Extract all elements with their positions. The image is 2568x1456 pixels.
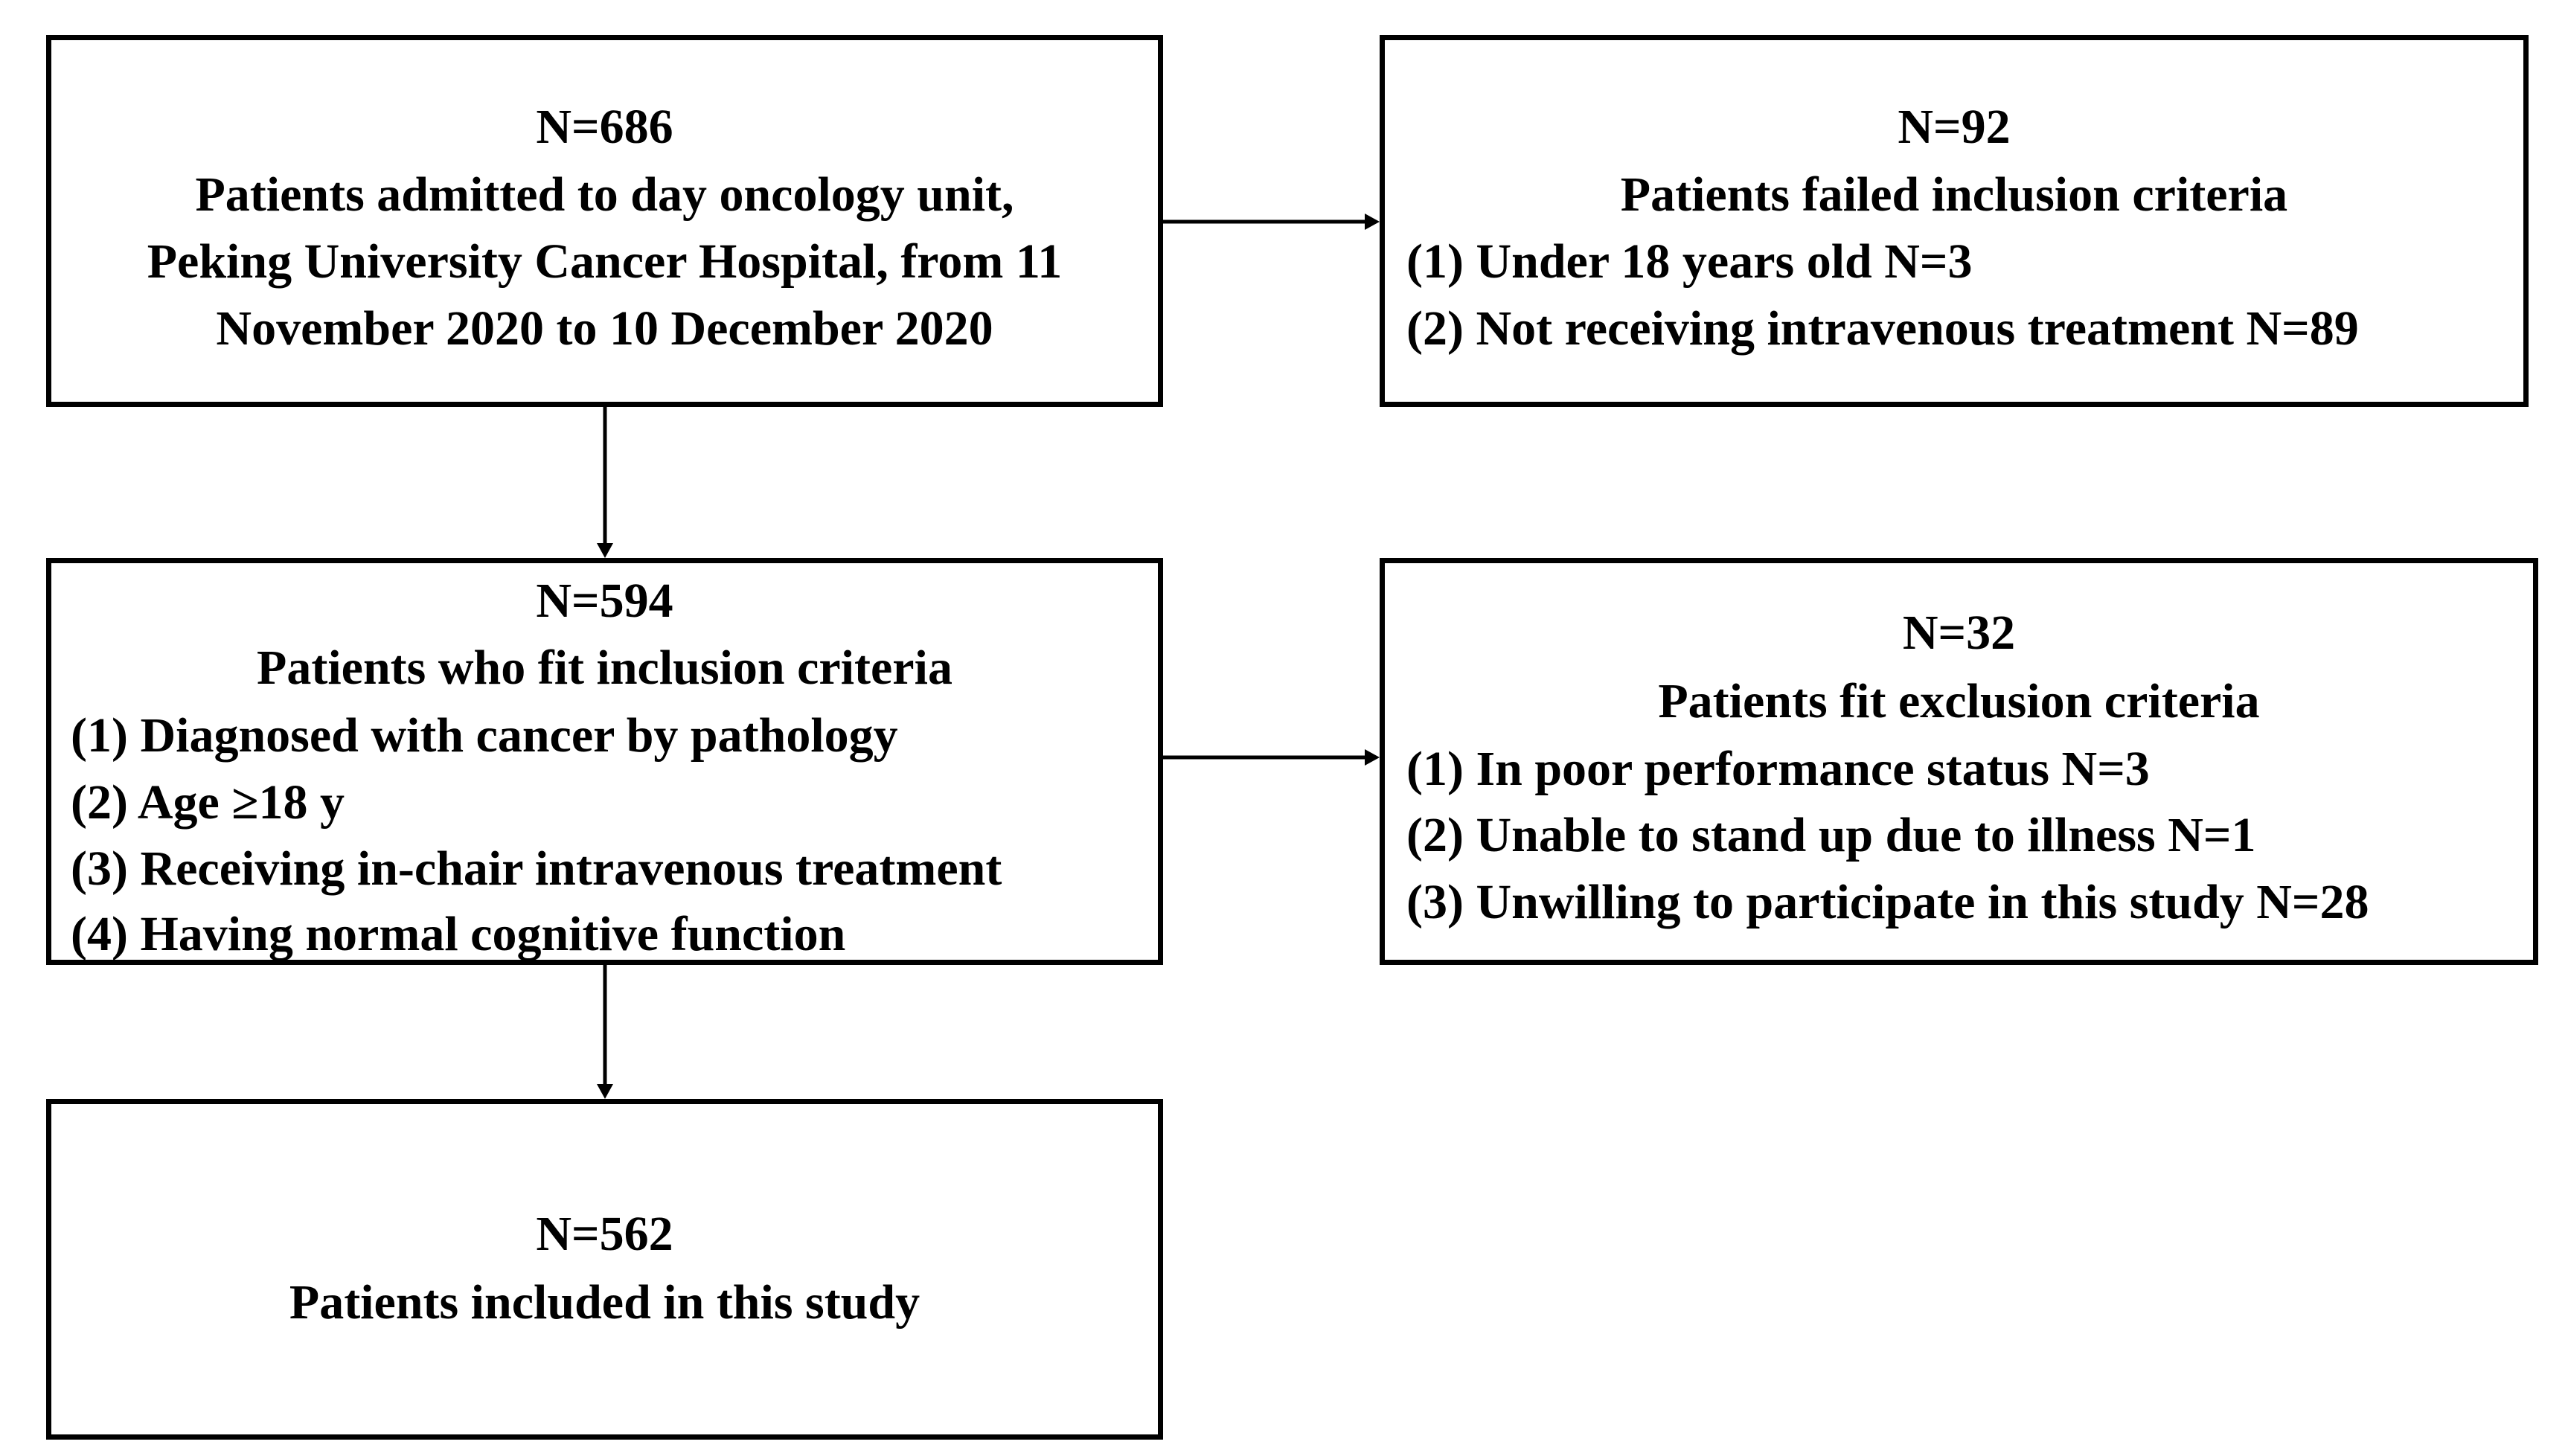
inclusion-criterion: (2) Age ≥18 y [71,775,345,830]
admitted-line-1: Patients admitted to day oncology unit, [195,167,1014,222]
included-title: Patients included in this study [289,1275,920,1330]
failed-inclusion-title: Patients failed inclusion criteria [1620,167,2288,222]
fit-exclusion-title: Patients fit exclusion criteria [1658,674,2260,728]
failed-inclusion-count: N=92 [1898,100,2011,154]
arrowhead-down-2 [597,1084,613,1099]
inclusion-criterion: (1) Diagnosed with cancer by pathology [71,708,898,763]
arrowhead-right-2 [1365,749,1380,766]
fit-exclusion-box: N=32 Patients fit exclusion criteria (1)… [1380,558,2538,965]
included-patients-box: N=562 Patients included in this study [46,1099,1163,1440]
admitted-patients-box: N=686 Patients admitted to day oncology … [46,35,1163,407]
fit-inclusion-count: N=594 [536,574,673,628]
failed-inclusion-item: (2) Not receiving intravenous treatment … [1406,301,2359,356]
arrowhead-down-1 [597,543,613,558]
inclusion-criterion: (4) Having normal cognitive function [71,907,846,961]
admitted-count: N=686 [536,100,673,154]
arrowhead-right-1 [1365,214,1380,230]
included-count: N=562 [536,1207,673,1261]
exclusion-criterion: (2) Unable to stand up due to illness N=… [1406,808,2256,862]
inclusion-criterion: (3) Receiving in-chair intravenous treat… [71,841,1002,896]
admitted-line-2: Peking University Cancer Hospital, from … [147,234,1063,289]
failed-inclusion-box: N=92 Patients failed inclusion criteria … [1380,35,2529,407]
fit-inclusion-title: Patients who fit inclusion criteria [257,641,952,695]
exclusion-criterion: (1) In poor performance status N=3 [1406,742,2150,796]
exclusion-criterion: (3) Unwilling to participate in this stu… [1406,875,2369,929]
failed-inclusion-item: (1) Under 18 years old N=3 [1406,234,1973,289]
fit-exclusion-count: N=32 [1902,606,2016,660]
fit-inclusion-box: N=594 Patients who fit inclusion criteri… [46,558,1163,965]
admitted-line-3: November 2020 to 10 December 2020 [216,301,993,356]
